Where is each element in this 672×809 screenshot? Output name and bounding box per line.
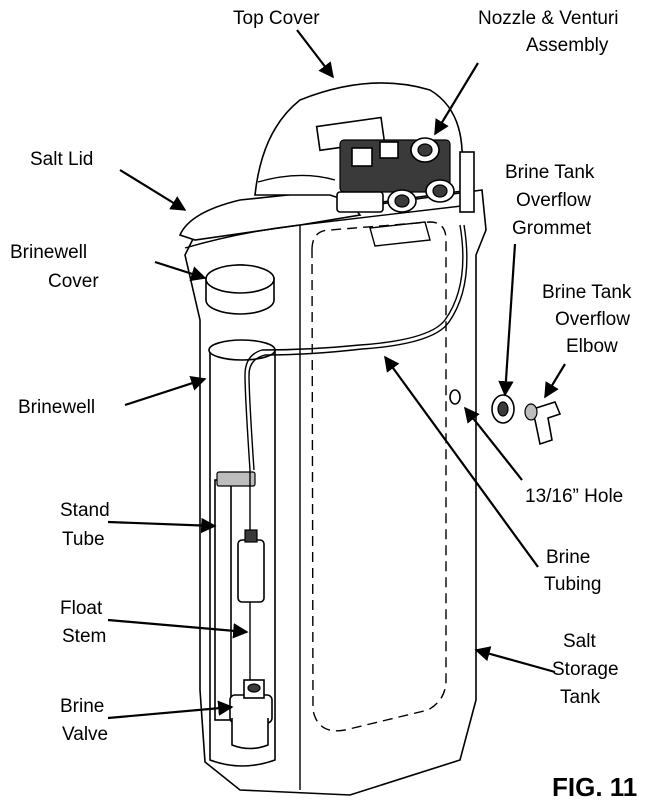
label-grommet-line3: Grommet bbox=[512, 218, 592, 239]
label-brinewell-cover-line1: Brinewell bbox=[10, 242, 87, 263]
top-cover-arrow bbox=[296, 29, 334, 79]
grommet-arrow bbox=[498, 243, 517, 397]
label-brine-tubing-line1: Brine bbox=[546, 547, 590, 568]
overflow-parts bbox=[449, 389, 562, 446]
salt-lid-arrow bbox=[119, 169, 187, 211]
label-salt-lid: Salt Lid bbox=[30, 149, 93, 170]
label-float-stem-line1: Float bbox=[60, 598, 103, 619]
elbow-arrow bbox=[544, 363, 566, 399]
labels: Top Cover Nozzle & Venturi Assembly Salt… bbox=[10, 8, 637, 802]
nozzle-venturi-assembly bbox=[315, 116, 475, 247]
stand-tube-assembly bbox=[214, 470, 273, 750]
label-brine-valve-line2: Valve bbox=[62, 724, 108, 745]
hole-arrow bbox=[464, 406, 523, 481]
label-salt-storage-tank-line2: Storage bbox=[552, 659, 619, 680]
label-stand-tube-line1: Stand bbox=[60, 500, 110, 521]
label-elbow-line1: Brine Tank bbox=[542, 282, 632, 303]
brinewell-cover bbox=[205, 264, 275, 315]
brine-tank-outline bbox=[311, 221, 447, 732]
brinewell-arrow bbox=[124, 375, 207, 407]
nozzle-venturi-arrow bbox=[434, 62, 479, 136]
label-top-cover: Top Cover bbox=[233, 8, 320, 29]
stand-tube-arrow bbox=[107, 517, 217, 534]
brine-tubing-arrow bbox=[384, 355, 539, 568]
label-elbow-line3: Elbow bbox=[566, 336, 618, 357]
float-stem-arrow bbox=[107, 618, 249, 639]
figure-number: FIG. 11 bbox=[552, 772, 637, 802]
label-hole: 13/16” Hole bbox=[525, 486, 623, 507]
label-stand-tube-line2: Tube bbox=[62, 529, 105, 550]
label-grommet-line1: Brine Tank bbox=[505, 162, 595, 183]
overflow-hole bbox=[449, 389, 461, 405]
label-float-stem-line2: Stem bbox=[62, 626, 106, 647]
leader-arrows bbox=[107, 29, 566, 720]
salt-storage-tank-arrow bbox=[474, 646, 556, 674]
label-brinewell-cover-line2: Cover bbox=[48, 271, 99, 292]
brine-tubing bbox=[244, 224, 468, 471]
label-brine-tubing-line2: Tubing bbox=[544, 574, 601, 595]
label-brine-valve-line1: Brine bbox=[60, 696, 104, 717]
label-brinewell: Brinewell bbox=[18, 397, 95, 418]
brinewell-cover-arrow bbox=[154, 260, 207, 282]
label-elbow-line2: Overflow bbox=[555, 309, 630, 330]
brine-valve-arrow bbox=[107, 700, 234, 720]
label-nozzle-venturi-line2: Assembly bbox=[526, 35, 609, 56]
label-salt-storage-tank-line3: Tank bbox=[560, 687, 601, 708]
label-grommet-line2: Overflow bbox=[516, 190, 591, 211]
label-salt-storage-tank-line1: Salt bbox=[563, 631, 596, 652]
label-nozzle-venturi-line1: Nozzle & Venturi bbox=[478, 8, 618, 29]
salt-lid bbox=[178, 189, 362, 249]
